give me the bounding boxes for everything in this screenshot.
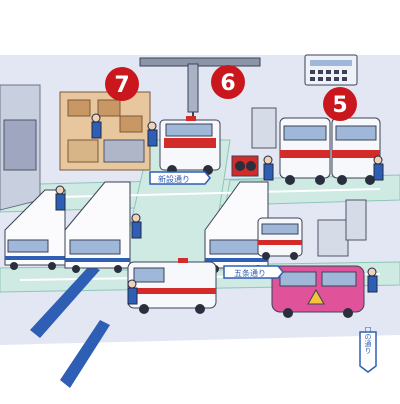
ambulance-bottom xyxy=(127,258,217,314)
marker-6: 6 xyxy=(211,65,245,99)
workers xyxy=(55,113,384,305)
marker-6-label: 6 xyxy=(220,71,235,96)
ambulance-5a xyxy=(279,117,331,185)
control-panel-icon xyxy=(304,54,358,86)
marker-5-label: 5 xyxy=(332,93,347,118)
building-left xyxy=(0,84,41,211)
street-sign-center-bottom: 五条通り xyxy=(223,265,284,279)
street-sign-right: 口の通り xyxy=(359,326,377,373)
street-sign-center-top: 新設通り xyxy=(149,171,211,185)
storage-cabinets xyxy=(251,107,367,257)
ambulance-6 xyxy=(159,116,221,175)
marker-5: 5 xyxy=(323,87,357,121)
pink-van xyxy=(271,265,365,318)
street-sign-right-label: 口の通り xyxy=(364,326,372,354)
ambulance-5b xyxy=(331,117,381,185)
marker-7: 7 xyxy=(105,67,139,101)
bus-2 xyxy=(64,181,131,273)
left-lane-arrows xyxy=(30,265,110,388)
bus-1 xyxy=(4,189,66,270)
bus-3 xyxy=(204,181,269,273)
ambulance-small xyxy=(257,217,303,260)
maintenance-shelf-7 xyxy=(59,91,151,171)
street-sign-center-bottom-label: 五条通り xyxy=(234,268,266,278)
warning-triangle-icon xyxy=(307,288,325,305)
street-sign-center-top-label: 新設通り xyxy=(158,174,190,184)
tire-cart xyxy=(231,155,259,177)
marker-7-label: 7 xyxy=(114,73,129,98)
